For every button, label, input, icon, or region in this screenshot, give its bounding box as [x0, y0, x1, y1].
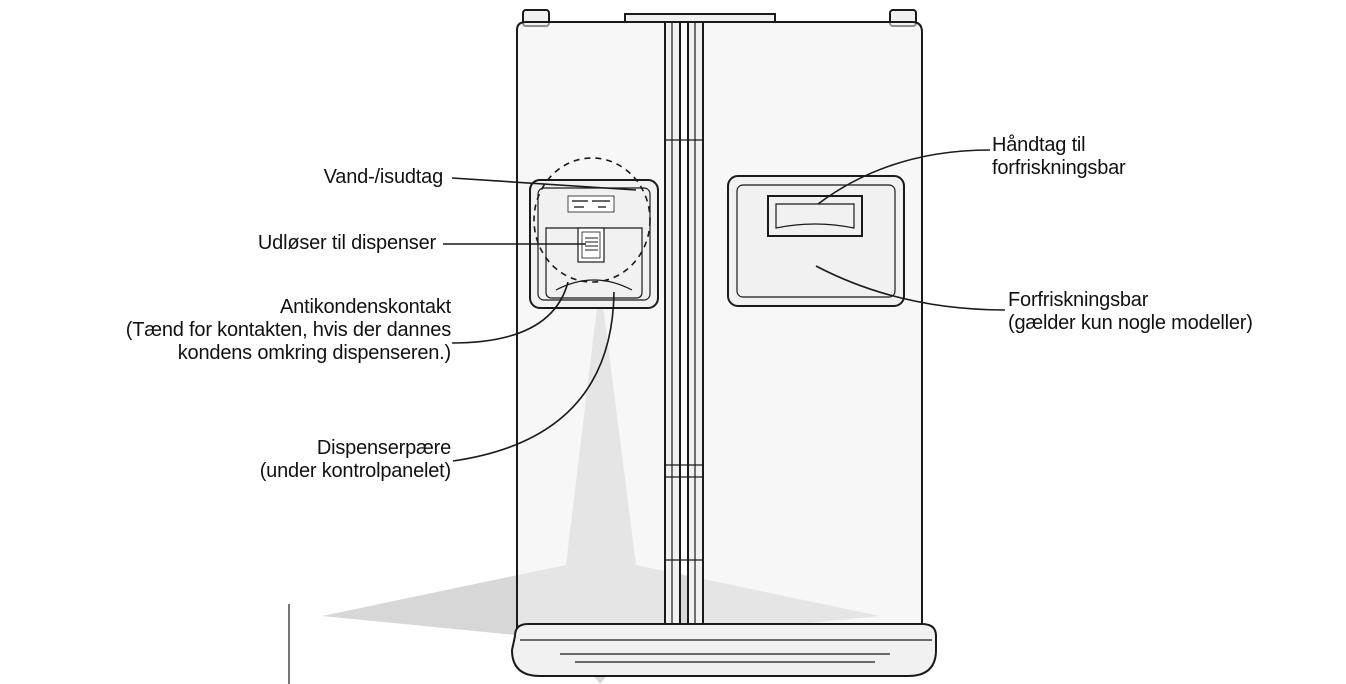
dispenser-bulb-line1: (under kontrolpanelet) — [259, 460, 451, 482]
fridge-door — [694, 21, 923, 643]
refresh-bar-line1: (gælder kun nogle modeller) — [1008, 312, 1253, 334]
dispenser-highlight-circle — [533, 157, 651, 283]
label-refresh-bar-handle: Håndtag til forfriskningsbar — [992, 134, 1126, 180]
refresh-handle-line2: forfriskningsbar — [992, 157, 1126, 179]
label-dispenser-trigger: Udløser til dispenser — [257, 232, 436, 254]
refreshment-bar-handle — [767, 195, 863, 237]
anti-condensation-line1: (Tænd for kontakten, hvis der dannes — [125, 319, 451, 341]
refresh-bar-title: Forfriskningsbar — [1008, 289, 1149, 311]
control-panel-buttons — [567, 195, 615, 213]
leader-refresh-bar — [815, 265, 1006, 311]
anti-condensation-title: Antikondenskontakt — [280, 296, 451, 318]
leader-water-ice-outlet — [451, 177, 637, 191]
anti-condensation-line2: kondens omkring dispenseren.) — [177, 342, 451, 364]
top-cover — [624, 13, 776, 23]
label-dispenser-bulb: Dispenserpære (under kontrolpanelet) — [260, 437, 451, 483]
label-anti-condensation: Antikondenskontakt (Tænd for kontakten, … — [126, 296, 451, 365]
freezer-door — [516, 21, 673, 643]
label-water-ice-outlet: Vand-/isudtag — [323, 166, 444, 188]
leader-dispenser-bulb — [452, 291, 615, 462]
label-refresh-bar: Forfriskningsbar (gælder kun nogle model… — [1008, 289, 1253, 335]
refresh-handle-line1: Håndtag til — [992, 134, 1086, 156]
dispenser-bulb-title: Dispenserpære — [316, 437, 451, 459]
leader-anti-condensation — [451, 281, 569, 344]
leader-refresh-handle — [817, 149, 991, 205]
base-grille — [510, 623, 937, 677]
